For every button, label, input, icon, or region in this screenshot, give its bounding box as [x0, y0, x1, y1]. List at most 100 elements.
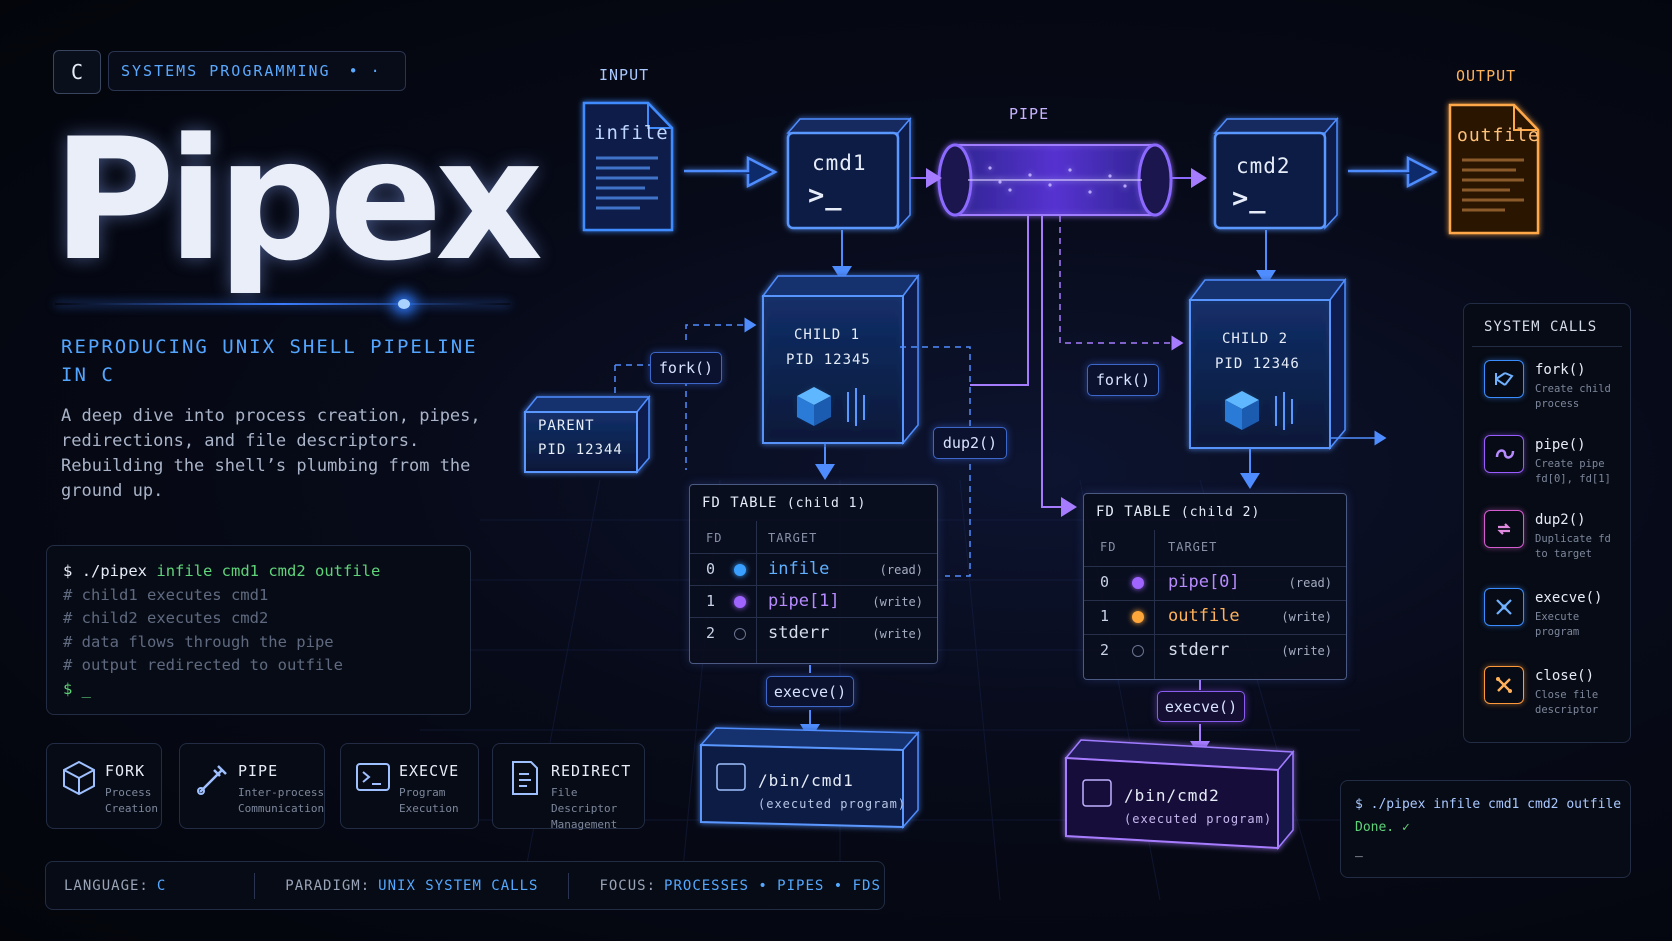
fork-call-child2: fork()	[1087, 364, 1159, 396]
input-label: INPUT	[599, 66, 650, 84]
cmd2-label: cmd2	[1236, 154, 1291, 178]
child2-pid: PID 12346	[1215, 356, 1300, 372]
output-terminal-cursor: _	[1355, 843, 1363, 858]
child2-name: CHILD 2	[1222, 331, 1289, 347]
child2-cube	[1188, 277, 1347, 451]
cmd1-label: cmd1	[812, 151, 867, 175]
child1-pid: PID 12345	[786, 352, 871, 368]
terminal-icon	[356, 763, 390, 791]
fd-column-header: FD	[706, 531, 723, 545]
child1-name: CHILD 1	[794, 327, 861, 343]
syscall-name: execve()	[1535, 590, 1603, 606]
infile-document-icon	[582, 101, 674, 232]
terminal-comment: # output redirected to outfile	[63, 656, 343, 674]
syscall-name: dup2()	[1535, 512, 1586, 528]
title-divider-glow	[398, 299, 410, 309]
fd-status-dot	[734, 628, 746, 640]
fork-icon	[1484, 360, 1524, 398]
footer-language-value: C	[156, 877, 167, 894]
cmd2-box	[1213, 116, 1339, 230]
syscall-name: pipe()	[1535, 437, 1586, 453]
feature-title: PIPE	[238, 762, 279, 780]
bin-cmd1-sub: (executed program)	[758, 797, 907, 811]
description: A deep dive into process creation, pipes…	[61, 406, 481, 501]
syscall-name: close()	[1535, 668, 1595, 684]
terminal-command: ./pipex	[81, 562, 148, 580]
cube-icon	[63, 760, 95, 796]
pipe-label: PIPE	[1009, 105, 1050, 123]
fd-table-child1: FD TABLE (child 1) FD TARGET 0 infile (r…	[689, 484, 938, 664]
parent-name: PARENT	[538, 418, 595, 434]
execve-call-child2: execve()	[1157, 691, 1245, 722]
parent-cube	[523, 394, 651, 475]
output-label: OUTPUT	[1456, 67, 1517, 85]
footer-paradigm-key: PARADIGM:	[285, 877, 371, 894]
fd-status-dot	[1132, 645, 1144, 657]
footer-separator	[254, 872, 256, 899]
output-terminal-command: $ ./pipex infile cmd1 cmd2 outfile	[1355, 797, 1622, 812]
target-column-header: TARGET	[768, 531, 818, 545]
fd-table-row: 2 stderr (write)	[690, 617, 937, 649]
input-arrow	[684, 155, 778, 189]
terminal-comment: # data flows through the pipe	[63, 632, 334, 651]
footer-language-key: LANGUAGE:	[64, 877, 149, 894]
terminal-cursor-line: $ _	[63, 679, 91, 698]
fd-table-child2: FD TABLE (child 2) FD TARGET 0 pipe[0] (…	[1083, 493, 1347, 680]
fd-table-title: FD TABLE (child 2)	[1096, 504, 1261, 520]
category-tag: SYSTEMS PROGRAMMING • ·	[108, 51, 406, 91]
subtitle: REPRODUCING UNIX SHELL PIPELINE IN C	[61, 336, 478, 386]
system-calls-heading: SYSTEM CALLS	[1484, 319, 1598, 335]
fd-table-title: FD TABLE (child 1)	[702, 495, 867, 511]
title-divider	[55, 303, 510, 305]
fd-status-dot	[734, 596, 746, 608]
category-tag-label: SYSTEMS PROGRAMMING	[121, 62, 331, 80]
bin-cmd1-label: /bin/cmd1	[758, 771, 854, 790]
output-terminal: $ ./pipex infile cmd1 cmd2 outfile Done.…	[1340, 780, 1631, 878]
language-badge: C	[53, 50, 101, 94]
outfile-document-icon	[1448, 103, 1540, 235]
fd-table-row: 0 pipe[0] (read)	[1084, 566, 1346, 598]
pipe-cylinder	[937, 143, 1173, 217]
category-tag-dots: • ·	[348, 62, 382, 80]
output-arrow	[1348, 155, 1438, 189]
output-terminal-result: Done. ✓	[1355, 820, 1410, 835]
parent-pid: PID 12344	[538, 442, 623, 458]
footer-paradigm-value: UNIX SYSTEM CALLS	[378, 877, 539, 894]
cmd2-prompt-icon: >_	[1232, 183, 1267, 214]
page-title: Pipex	[52, 102, 543, 298]
dup2-call: dup2()	[933, 427, 1007, 459]
terminal-comment: # child1 executes cmd1	[63, 585, 269, 604]
fd-table-row: 1 outfile (write)	[1084, 600, 1346, 632]
close-icon	[1484, 666, 1524, 704]
footer-focus-value: PROCESSES • PIPES • FDS	[664, 877, 881, 894]
terminal-prompt: $	[63, 562, 73, 580]
fd-table-divider	[756, 521, 757, 663]
pipe-wrench-icon	[197, 765, 227, 795]
bin-cmd2-box	[1064, 739, 1295, 851]
cmd1-prompt-icon: >_	[808, 180, 843, 211]
child1-cube	[761, 273, 920, 446]
feature-title: FORK	[105, 762, 146, 780]
terminal-comment: # child2 executes cmd2	[63, 609, 269, 627]
fd-status-dot	[1132, 577, 1144, 589]
fork-call-child1: fork()	[650, 352, 722, 384]
footer-info-bar: LANGUAGE: C PARADIGM: UNIX SYSTEM CALLS …	[45, 861, 885, 910]
terminal-command-line: $ ./pipex infile cmd1 cmd2 outfile	[63, 560, 454, 584]
footer-focus-key: FOCUS:	[599, 877, 657, 894]
